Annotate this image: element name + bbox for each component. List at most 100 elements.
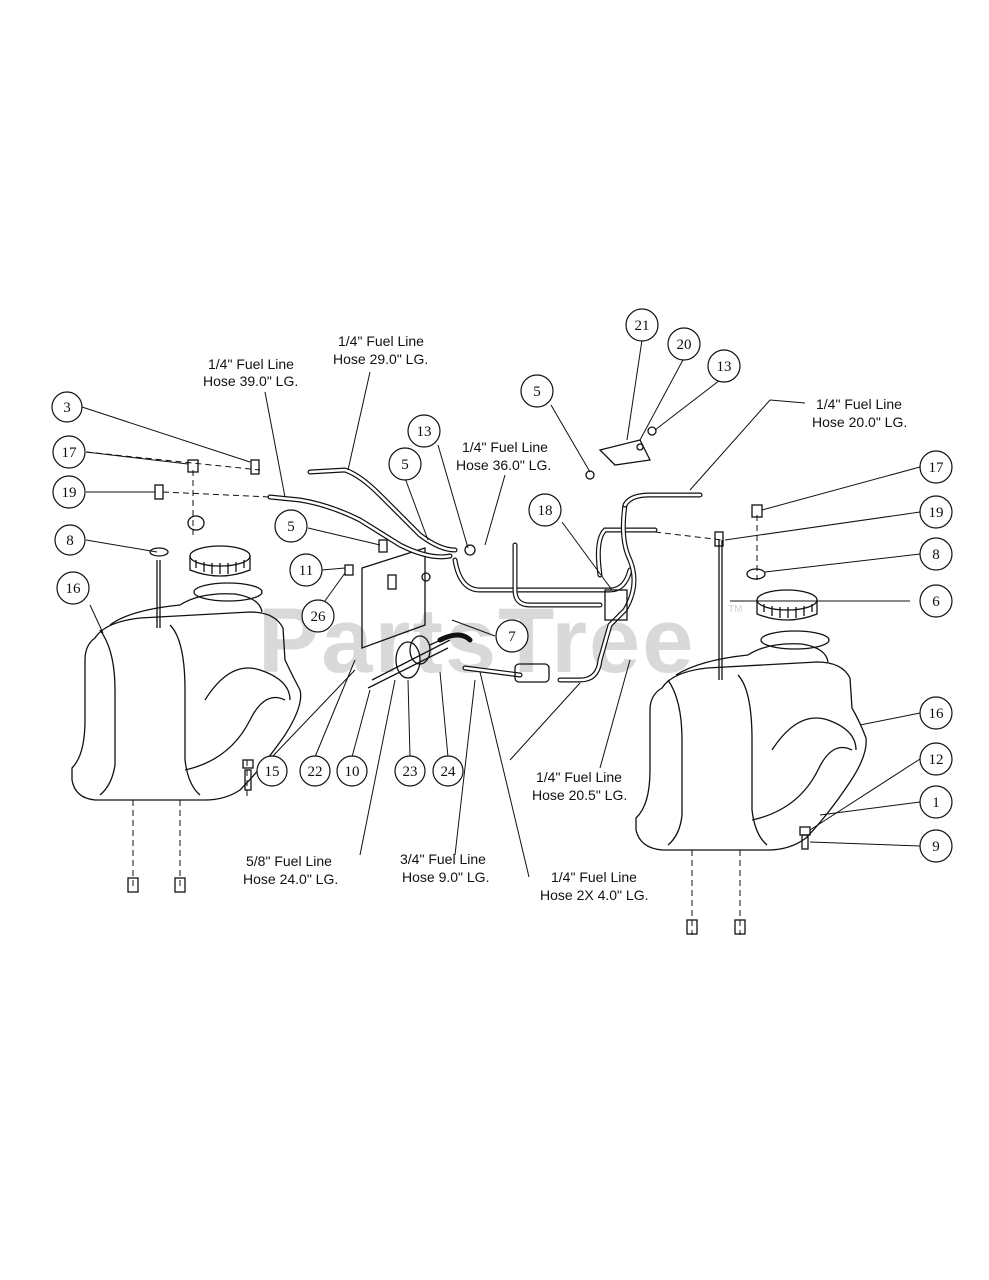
- hose-label-39-line2: Hose 39.0" LG.: [203, 373, 298, 389]
- hose-label-9-line1: 3/4" Fuel Line: [400, 851, 486, 867]
- hose-label-39-line1: 1/4" Fuel Line: [208, 356, 294, 372]
- callout[interactable]: 10: [336, 755, 368, 787]
- bolt-left-a: [127, 877, 139, 893]
- right-fuel-tank: [635, 540, 867, 851]
- callout-number: 11: [299, 563, 313, 579]
- leader-lines: [81, 339, 921, 878]
- hose-label-24-line1: 5/8" Fuel Line: [246, 853, 332, 869]
- grommet-left: [149, 547, 169, 557]
- clamp-13a: [464, 544, 476, 556]
- washer-left: [242, 759, 254, 769]
- bolt-left-b: [174, 877, 186, 893]
- callout-number: 17: [62, 445, 78, 461]
- callout-number: 26: [311, 609, 327, 625]
- hose-label-20-line1: 1/4" Fuel Line: [816, 396, 902, 412]
- hose-label-2x4-line1: 1/4" Fuel Line: [551, 869, 637, 885]
- callout-number: 21: [635, 318, 650, 334]
- callout[interactable]: 8: [54, 524, 86, 556]
- callout[interactable]: 24: [432, 755, 464, 787]
- callout-number: 15: [265, 764, 280, 780]
- valve-left: [154, 484, 164, 500]
- callout-number: 22: [308, 764, 323, 780]
- bolt-right-b: [734, 919, 746, 935]
- callout[interactable]: 18: [528, 493, 562, 527]
- callout[interactable]: 17: [919, 450, 953, 484]
- callout-number: 8: [932, 547, 940, 563]
- callout-number: 10: [345, 764, 360, 780]
- callout[interactable]: 26: [301, 599, 335, 633]
- callout[interactable]: 23: [394, 755, 426, 787]
- callout-number: 5: [401, 457, 409, 473]
- bolt-right-a: [686, 919, 698, 935]
- hardware-items: [127, 426, 811, 935]
- bolt-a: [378, 539, 388, 553]
- bolt-left: [244, 769, 252, 791]
- fitting-elbow-left: [187, 459, 199, 473]
- callout-number: 3: [63, 400, 71, 416]
- callouts: 3 17 19 8 16 5 11 26 5 13 5 21 20 13 18 …: [51, 308, 953, 863]
- callout[interactable]: 16: [919, 696, 953, 730]
- hose-label-29-line2: Hose 29.0" LG.: [333, 351, 428, 367]
- hose-label-36-line1: 1/4" Fuel Line: [462, 439, 548, 455]
- callout-number: 18: [538, 503, 553, 519]
- callout[interactable]: 22: [299, 755, 331, 787]
- callout-number: 20: [677, 337, 692, 353]
- callout[interactable]: 7: [495, 619, 529, 653]
- callout[interactable]: 3: [51, 391, 83, 423]
- callout[interactable]: 20: [667, 327, 701, 361]
- callout[interactable]: 13: [707, 349, 741, 383]
- hose-label-36-line2: Hose 36.0" LG.: [456, 457, 551, 473]
- nut-a: [421, 572, 431, 582]
- washer-12: [799, 826, 811, 836]
- hose-label-9-line2: Hose 9.0" LG.: [402, 869, 489, 885]
- bracket-21: [598, 439, 651, 466]
- callout[interactable]: 19: [52, 475, 86, 509]
- callout[interactable]: 11: [289, 553, 323, 587]
- callout-number: 9: [932, 839, 940, 855]
- callout[interactable]: 12: [919, 742, 953, 776]
- callout[interactable]: 6: [919, 584, 953, 618]
- callout-number: 19: [62, 485, 77, 501]
- hose-label-20-line2: Hose 20.0" LG.: [812, 414, 907, 430]
- callout-number: 16: [66, 581, 82, 597]
- callout-number: 13: [417, 424, 432, 440]
- callout[interactable]: 5: [274, 509, 308, 543]
- callout[interactable]: 21: [625, 308, 659, 342]
- callout[interactable]: 17: [52, 435, 86, 469]
- hose-labels: 1/4" Fuel Line Hose 39.0" LG. 1/4" Fuel …: [203, 333, 907, 903]
- hose-label-29-line1: 1/4" Fuel Line: [338, 333, 424, 349]
- callout-number: 23: [403, 764, 418, 780]
- callout[interactable]: 19: [919, 495, 953, 529]
- callout[interactable]: 8: [919, 537, 953, 571]
- bolt-9: [801, 834, 809, 850]
- hose-label-205-line2: Hose 20.5" LG.: [532, 787, 627, 803]
- callout[interactable]: 9: [919, 829, 953, 863]
- valve-right: [714, 531, 724, 547]
- callout-number: 7: [508, 629, 516, 645]
- callout-number: 6: [932, 594, 940, 610]
- hose-label-2x4-line2: Hose 2X 4.0" LG.: [540, 887, 648, 903]
- callout[interactable]: 5: [520, 374, 554, 408]
- hose-label-205-line1: 1/4" Fuel Line: [536, 769, 622, 785]
- fuel-hoses: [267, 467, 703, 683]
- nut-13b: [647, 426, 657, 436]
- left-fuel-tank: [71, 545, 302, 801]
- callout[interactable]: 13: [407, 414, 441, 448]
- callout-number: 24: [441, 764, 457, 780]
- callout-number: 17: [929, 460, 945, 476]
- fitting-elbow-right: [751, 504, 763, 518]
- callout-number: 19: [929, 505, 944, 521]
- callout-number: 13: [717, 359, 732, 375]
- fuel-valve-18: [604, 589, 628, 621]
- bushing-left: [187, 515, 205, 531]
- callout[interactable]: 16: [56, 571, 90, 605]
- hose-label-24-line2: Hose 24.0" LG.: [243, 871, 338, 887]
- grommet-right: [746, 568, 766, 580]
- callout[interactable]: 1: [919, 785, 953, 819]
- callout[interactable]: 15: [256, 755, 288, 787]
- clamp-left: [250, 459, 260, 475]
- callout-number: 1: [932, 795, 940, 811]
- callout[interactable]: 5: [388, 447, 422, 481]
- clamp-5c: [585, 470, 595, 480]
